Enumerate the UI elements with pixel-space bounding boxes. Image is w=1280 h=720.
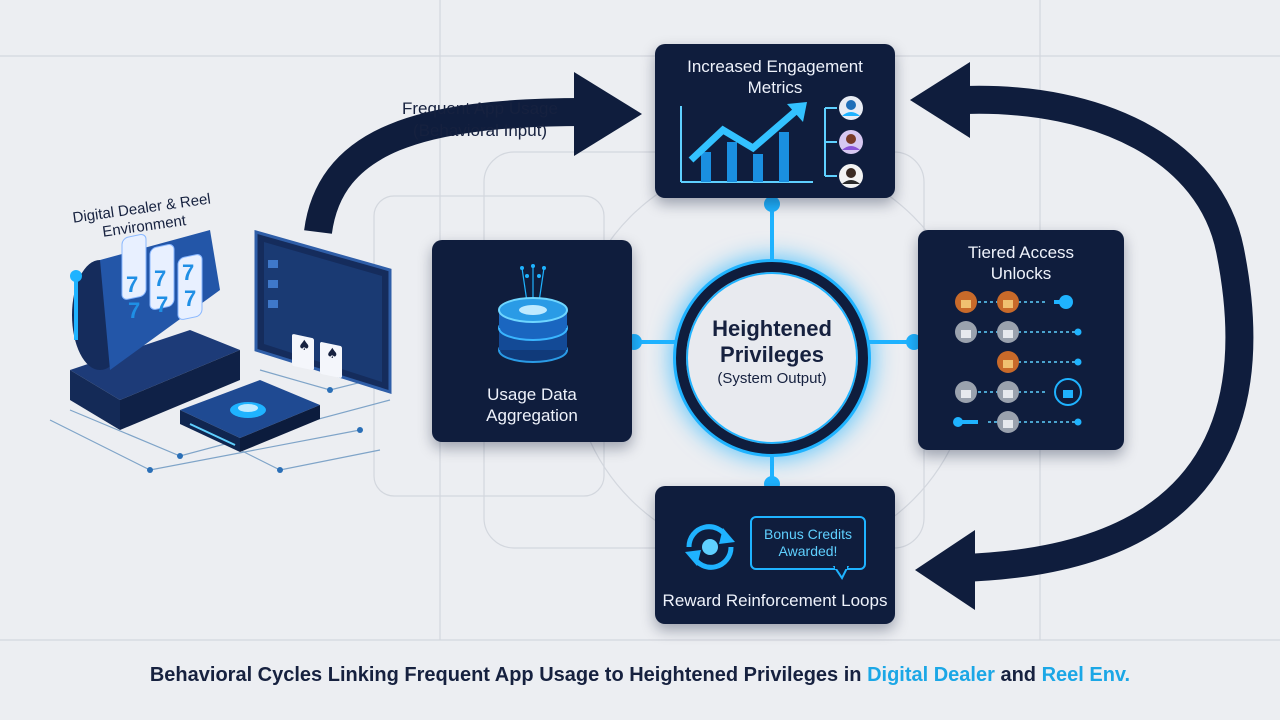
- key-icon: [953, 295, 1073, 427]
- input-label-line2: (Behavioral Input): [412, 121, 548, 140]
- bonus-line1: Bonus Credits: [764, 526, 852, 542]
- reward-card-title: Reward Reinforcement Loops: [662, 591, 888, 610]
- engagement-card-title: Increased Engagement Metrics: [655, 56, 895, 98]
- user-avatars: [824, 96, 863, 188]
- footer-text-part2: and: [994, 664, 1042, 686]
- behavioral-input-label: Frequent App Usage (Behavioral Input): [370, 98, 590, 142]
- center-title-line1: Heightened: [712, 316, 832, 341]
- flow-arrows: [304, 62, 1254, 610]
- footer-highlight-digital-dealer: Digital Dealer: [867, 664, 995, 686]
- heightened-privileges-hub: Heightened Privileges (System Output): [676, 262, 868, 454]
- footer-title: Behavioral Cycles Linking Frequent App U…: [0, 664, 1280, 687]
- user-avatar-icon: [839, 130, 863, 154]
- engagement-metrics-card: Increased Engagement Metrics: [655, 44, 895, 198]
- svg-text:♠: ♠: [326, 346, 339, 362]
- center-title-line2: Privileges: [720, 342, 824, 367]
- aggregation-title-line2: Aggregation: [486, 406, 578, 425]
- aggregation-card-title: Usage Data Aggregation: [432, 384, 632, 426]
- tiered-card-title: Tiered Access Unlocks: [918, 242, 1124, 284]
- svg-text:7: 7: [128, 298, 140, 323]
- svg-text:7: 7: [126, 272, 138, 297]
- footer-text-part1: Behavioral Cycles Linking Frequent App U…: [149, 664, 868, 686]
- svg-text:7: 7: [156, 292, 168, 317]
- padlock-icon: [955, 291, 1082, 433]
- user-avatar-icon: [839, 164, 863, 188]
- tiered-access-unlocks-card: Tiered Access Unlocks: [918, 230, 1124, 450]
- feedback-loop-arrowhead-top: [910, 62, 970, 138]
- input-arrowhead: [574, 72, 642, 156]
- feedback-loop-arrow: [959, 85, 1254, 582]
- feedback-loop-arrowhead-bottom: [915, 530, 975, 610]
- svg-text:♠: ♠: [298, 338, 311, 354]
- usage-data-aggregation-card: Usage Data Aggregation: [432, 240, 632, 442]
- tiered-title-line1: Tiered Access: [967, 243, 1075, 262]
- center-subtitle: (System Output): [717, 370, 827, 387]
- footer-highlight-reel-env: Reel Env.: [1041, 664, 1131, 686]
- card-table-screen-icon: ♠ ♠: [254, 230, 392, 395]
- user-avatar-icon: [839, 96, 863, 120]
- engagement-title-line2: Metrics: [747, 78, 803, 97]
- refresh-cycle-icon: [685, 524, 735, 570]
- svg-text:7: 7: [154, 266, 166, 291]
- svg-text:7: 7: [184, 286, 196, 311]
- svg-text:7: 7: [182, 260, 194, 285]
- input-label-line1: Frequent App Usage: [402, 99, 558, 118]
- bonus-line2: Awarded!: [778, 543, 838, 559]
- database-icon: [498, 264, 568, 363]
- engagement-title-line1: Increased Engagement: [687, 57, 863, 76]
- padlock-grid: [953, 291, 1082, 433]
- speech-bubble-icon: [832, 566, 850, 580]
- chip-device-icon: [180, 380, 320, 452]
- aggregation-title-line1: Usage Data: [487, 385, 577, 404]
- growth-chart-icon: [680, 102, 813, 183]
- bonus-credits-bubble: Bonus Credits Awarded!: [750, 516, 866, 570]
- center-title: Heightened Privileges: [686, 316, 858, 368]
- input-arrow: [304, 98, 586, 235]
- tiered-title-line2: Unlocks: [990, 264, 1052, 283]
